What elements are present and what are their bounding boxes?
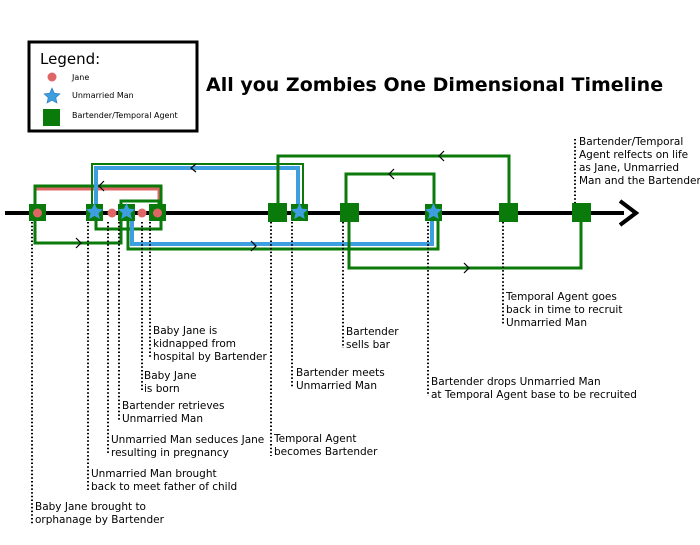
annotation-reflects: Bartender/Temporal Agent relfects on lif… xyxy=(579,136,700,187)
arrow-right-icon xyxy=(75,237,82,249)
legend-bartender-marker xyxy=(43,109,60,126)
jane-marker xyxy=(137,208,147,218)
bartender-marker xyxy=(340,203,359,222)
temporal-agent-loop-2 xyxy=(344,172,436,213)
annotation-retrieves: Bartender retrieves Unmarried Man xyxy=(122,400,228,425)
temporal-agent-loop-3 xyxy=(347,213,583,270)
bartender-marker xyxy=(499,203,518,222)
arrow-right-icon xyxy=(250,240,257,252)
annotation-drops: Bartender drops Unmarried Man at Tempora… xyxy=(431,376,637,401)
loop-arrows xyxy=(75,150,470,274)
diagram-title: All you Zombies One Dimensional Timeline xyxy=(206,74,663,96)
annotation-brought-back: Unmarried Man brought back to meet fathe… xyxy=(91,468,237,493)
unmarried-man-return-loop xyxy=(130,213,434,246)
jane-marker xyxy=(107,208,117,218)
unmarried-man-marker xyxy=(86,203,103,219)
annotation-recruit: Temporal Agent goes back in time to recr… xyxy=(505,291,626,329)
legend-title: Legend: xyxy=(40,50,100,68)
annotation-orphanage: Baby Jane brought to orphanage by Barten… xyxy=(35,501,165,526)
timeline-arrowhead-icon xyxy=(618,199,640,227)
arrow-left-icon xyxy=(98,180,105,192)
annotation-becomes-bartender: Temporal Agent becomes Bartender xyxy=(273,433,378,458)
unmarried-man-loop xyxy=(94,166,300,213)
annotation-born: Baby Jane is born xyxy=(144,370,200,395)
legend-unmarried-man-marker xyxy=(43,87,61,104)
leader-lines xyxy=(31,139,576,524)
unmarried-man-marker xyxy=(118,203,135,219)
time-travel-loops xyxy=(33,154,583,270)
unmarried-man-marker xyxy=(425,203,442,219)
temporal-agent-loop-1 xyxy=(276,154,511,213)
arrow-left-icon xyxy=(438,150,445,162)
legend: Legend: Jane Unmarried Man Bartender/Tem… xyxy=(27,40,199,133)
annotation-meets: Bartender meets Unmarried Man xyxy=(296,367,388,392)
event-markers xyxy=(29,203,591,222)
jane-marker xyxy=(33,208,42,218)
jane-marker xyxy=(153,208,162,218)
legend-jane-marker xyxy=(47,72,57,82)
bartender-overlay-loop xyxy=(91,163,304,213)
annotation-sells-bar: Bartender sells bar xyxy=(346,326,402,351)
annotation-kidnapped: Baby Jane is kidnapped from hospital by … xyxy=(153,325,267,363)
annotations: Baby Jane brought to orphanage by Barten… xyxy=(35,136,700,526)
annotation-seduces: Unmarried Man seduces Jane resulting in … xyxy=(111,434,268,459)
arrow-left-icon xyxy=(388,168,395,180)
legend-item-jane: Jane xyxy=(71,73,89,82)
bartender-return-loop xyxy=(126,213,440,251)
arrow-right-icon xyxy=(463,262,470,274)
arrow-left-icon xyxy=(190,163,197,173)
bartender-marker xyxy=(268,203,287,222)
unmarried-man-marker xyxy=(291,203,308,219)
bartender-loop-early-1 xyxy=(33,199,161,245)
legend-item-unmarried-man: Unmarried Man xyxy=(72,91,134,100)
legend-item-bartender: Bartender/Temporal Agent xyxy=(72,111,178,120)
bartender-marker xyxy=(572,203,591,222)
